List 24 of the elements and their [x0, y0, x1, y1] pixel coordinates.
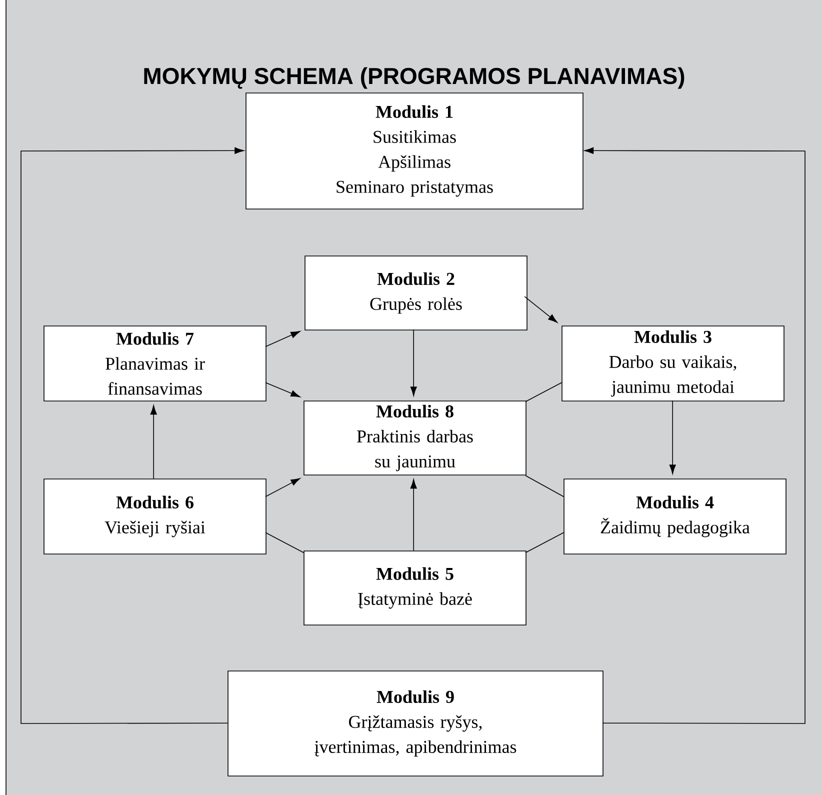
module-box: Modulis 5 Įstatyminė bazė	[304, 550, 526, 626]
arrow	[524, 296, 558, 323]
module-box: Modulis 7 Planavimas ir finansavimas	[44, 326, 266, 402]
module-box: Modulis 1 Susitikimas Apšilimas Seminaro pristatymas	[246, 92, 584, 210]
module-box: Modulis 6 Viešieji ryšiai	[44, 478, 266, 554]
module-box: Modulis 9 Grįžtamasis ryšys, įvertinimas, apibendrinimas	[228, 670, 604, 776]
module-box: Modulis 4 Žaidimų pedagogika	[564, 478, 786, 554]
connector-line	[525, 475, 564, 497]
connector-line	[525, 532, 564, 553]
arrow	[669, 400, 676, 474]
arrow	[150, 405, 157, 479]
module-box: Modulis 2 Grupės rolės	[304, 256, 528, 330]
arrow	[265, 382, 300, 398]
arrow	[20, 147, 244, 724]
arrow	[584, 147, 806, 724]
connector-line	[525, 382, 562, 402]
module-box: Modulis 3 Darbo su vaikais, jaunimu metodai	[562, 326, 784, 402]
arrow	[410, 479, 417, 551]
connector-line	[265, 532, 304, 553]
arrow	[265, 478, 300, 497]
arrow	[265, 330, 300, 347]
arrow	[410, 329, 417, 396]
module-box: Modulis 8 Praktinis darbas su jaunimu	[304, 400, 526, 476]
title: MOKYMŲ SCHEMA (PROGRAMOS PLANAVIMAS)	[144, 67, 684, 89]
